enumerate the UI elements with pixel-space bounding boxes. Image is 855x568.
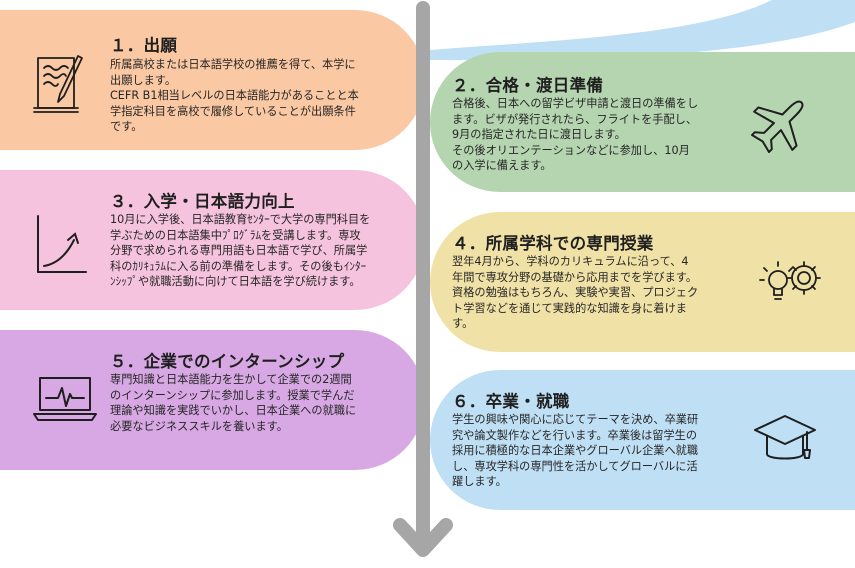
step-card-3: ３．入学・日本語力向上 10月に入学後、日本語教育ｾﾝﾀｰで大学の専門科目を 学… — [0, 170, 425, 310]
step-title-1: １．出願 — [110, 36, 178, 55]
graduation-cap-icon — [752, 410, 818, 468]
airplane-icon — [748, 90, 814, 156]
step-text-5: 専門知識と日本語能力を生かして企業での2週間 のインターンシップに参加します。授… — [110, 373, 357, 433]
laptop-pulse-icon — [32, 374, 98, 422]
step-card-1: １．出願 所属高校または日本語学校の推薦を得て、本学に 出願します。 CEFR … — [0, 10, 425, 150]
step-card-6: ６．卒業・就職 学生の興味や関心に応じてテーマを決め、卒業研 究や論文製作などを… — [430, 370, 855, 510]
step-title-5: ５．企業でのインターンシップ — [110, 352, 345, 371]
step-card-2: ２．合格・渡日準備 合格後、日本への留学ビザ申請と渡日の準備をし ます。ビザが発… — [430, 52, 855, 192]
lightbulb-gears-icon — [758, 254, 822, 310]
growth-graph-icon — [32, 212, 90, 278]
step-text-1: 所属高校または日本語学校の推薦を得て、本学に 出願します。 CEFR B1相当レ… — [110, 58, 359, 134]
step-title-4: ４．所属学科での専門授業 — [452, 234, 654, 253]
step-title-6: ６．卒業・就職 — [452, 392, 570, 411]
step-card-5: ５．企業でのインターンシップ 専門知識と日本語能力を生かして企業での2週間 のイ… — [0, 330, 425, 470]
step-text-4: 翌年4月から、学科のカリキュラムに沿って、4 年間で専攻分野の基礎から応用までを… — [452, 255, 699, 331]
step-title-2: ２．合格・渡日準備 — [452, 76, 604, 95]
step-text-2: 合格後、日本への留学ビザ申請と渡日の準備をし ます。ビザが発行されたら、フライト… — [452, 97, 699, 173]
step-card-4: ４．所属学科での専門授業 翌年4月から、学科のカリキュラムに沿って、4 年間で専… — [430, 212, 855, 352]
step-text-6: 学生の興味や関心に応じてテーマを決め、卒業研 究や論文製作などを行います。卒業後… — [452, 413, 699, 489]
notepad-pencil-icon — [30, 50, 90, 122]
step-text-3: 10月に入学後、日本語教育ｾﾝﾀｰで大学の専門科目を 学ぶための日本語集中ﾌﾟﾛ… — [110, 213, 371, 289]
step-title-3: ３．入学・日本語力向上 — [110, 192, 295, 211]
